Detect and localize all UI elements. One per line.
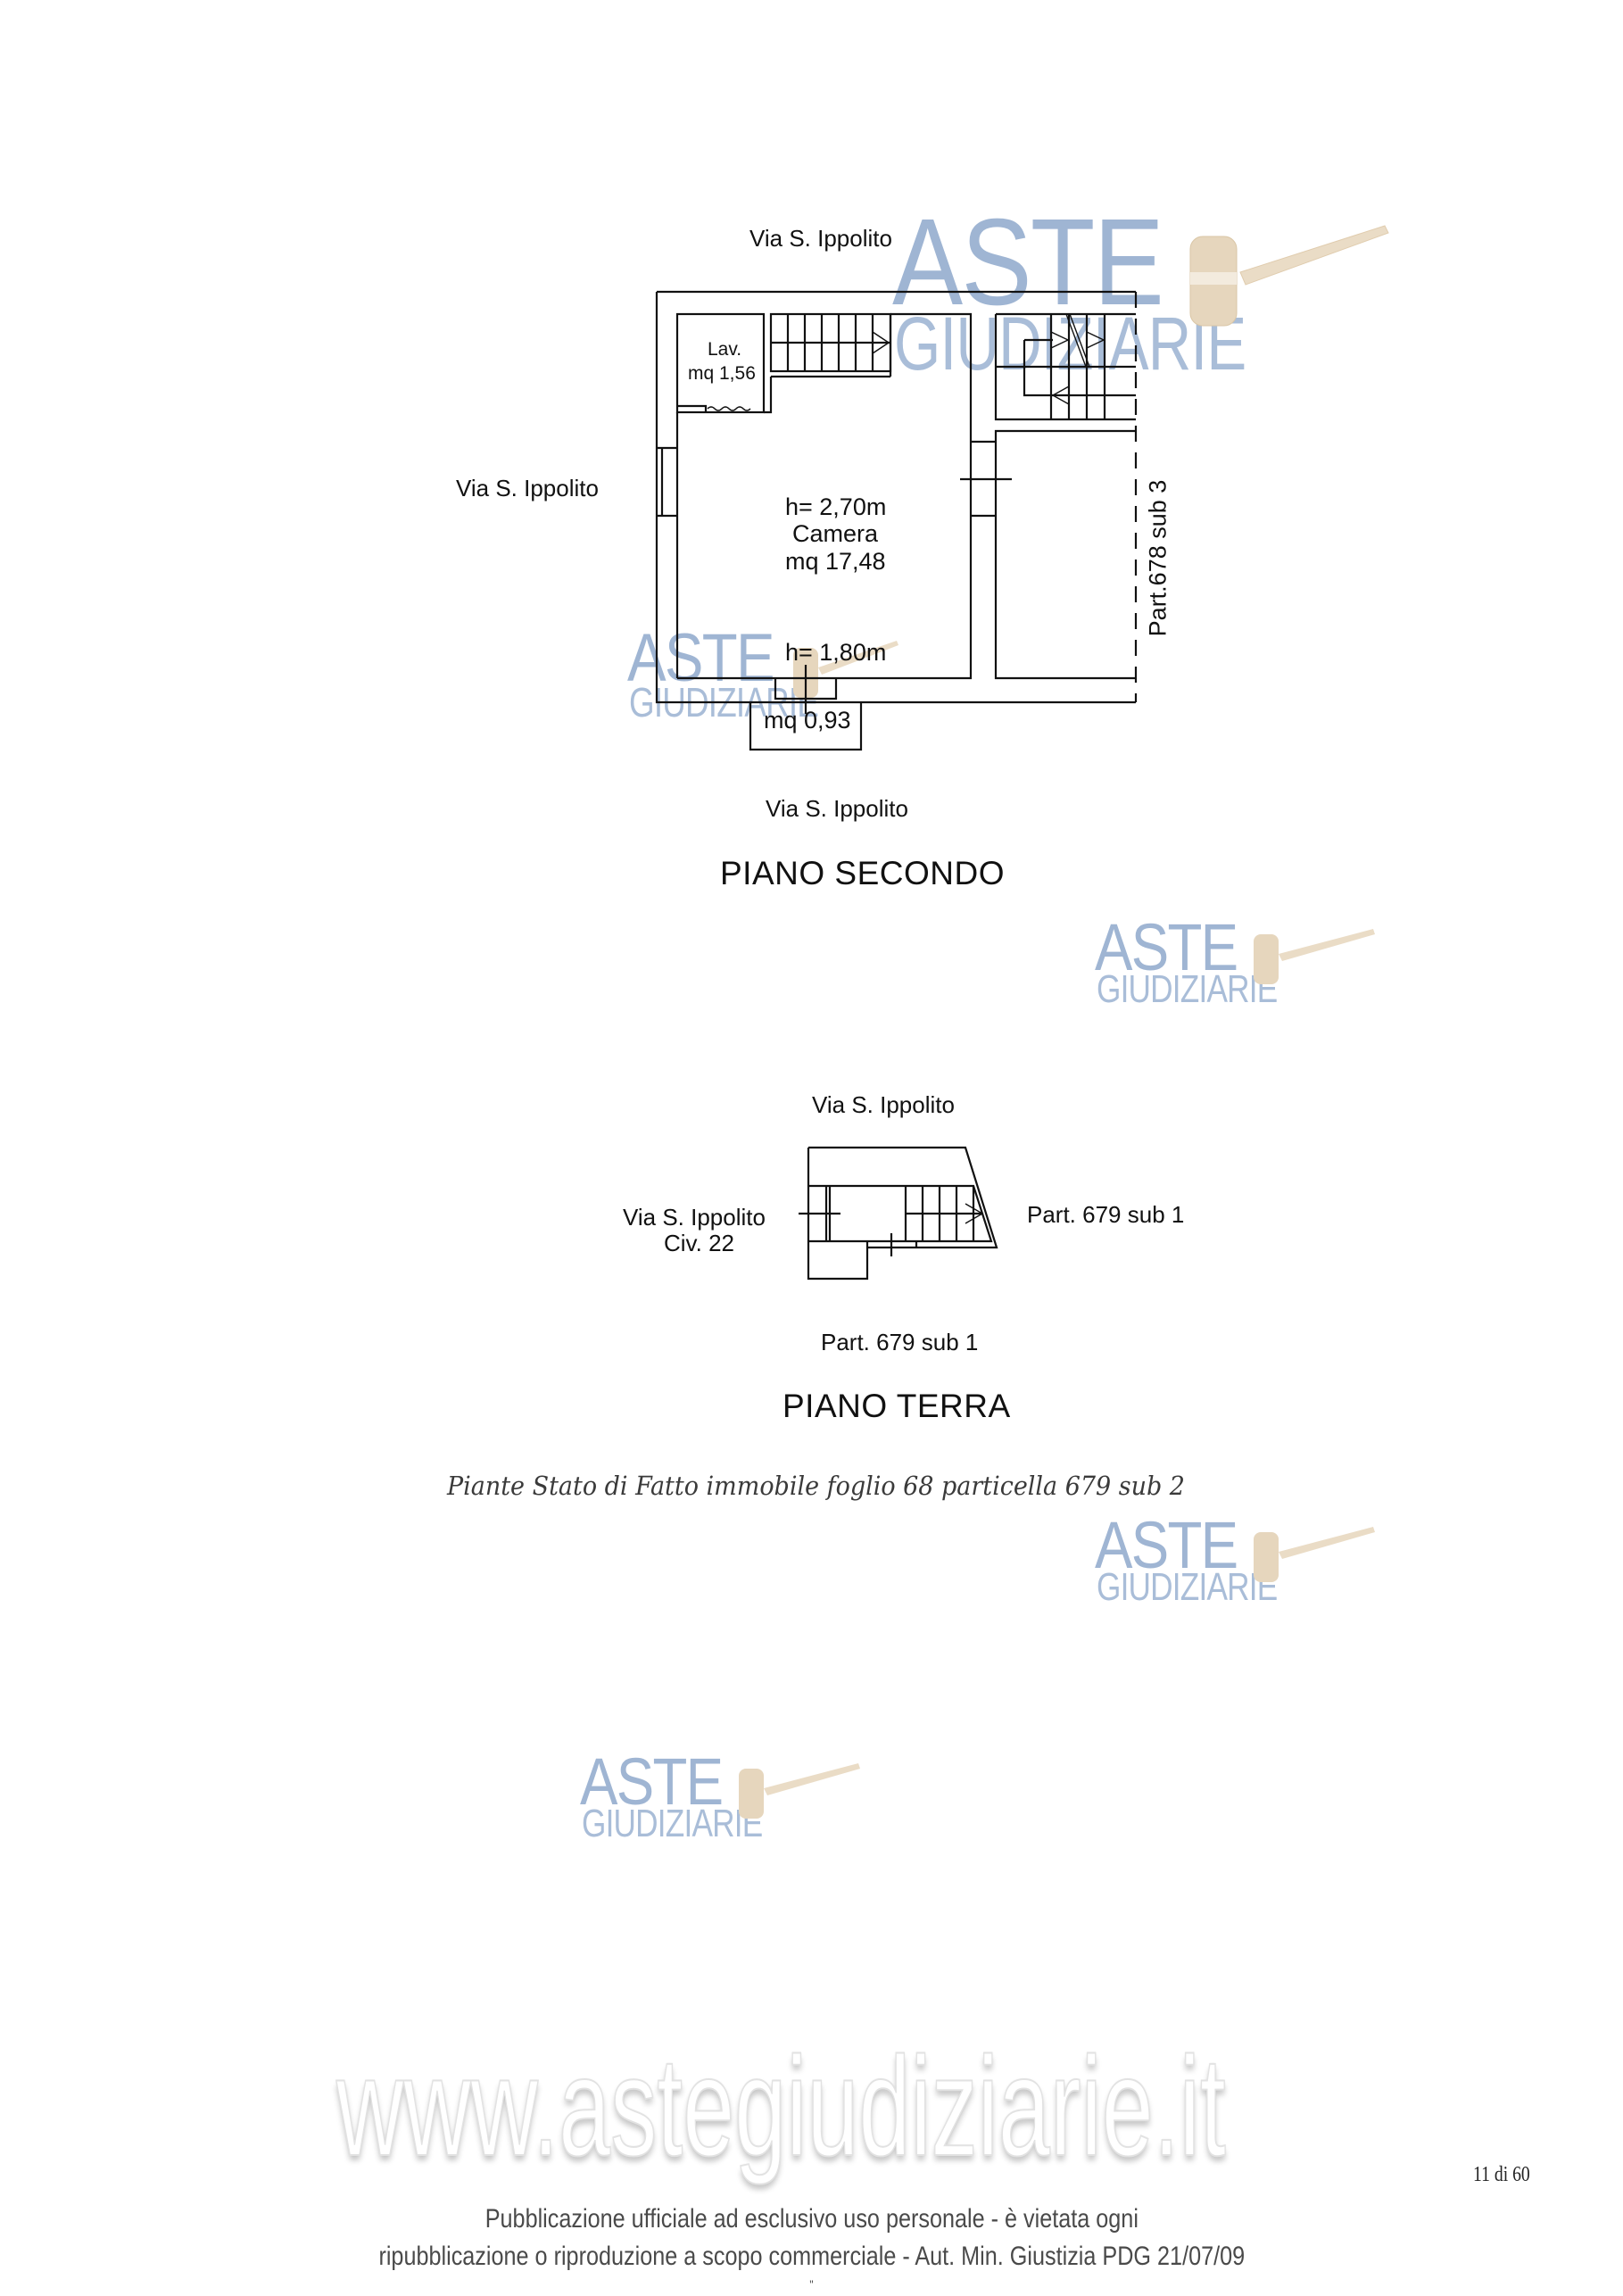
footer-text-2: ripubblicazione o riproduzione a scopo c…: [378, 2242, 1245, 2271]
room-camera-name: Camera: [792, 520, 879, 547]
watermark-giudiziarie-text: GIUDIZIARIE: [1097, 967, 1278, 1011]
plan-ground-floor: [799, 1146, 998, 1281]
watermark-logo-bottom: ASTE GIUDIZIARIE: [580, 1749, 865, 1856]
page-indicator: 11 di 60: [1473, 2163, 1530, 2186]
footer-mark-text: ": [809, 2277, 814, 2292]
gavel-icon: [1189, 225, 1389, 327]
watermark-logo-top: ASTE GIUDIZIARIE: [892, 194, 1392, 385]
adjacent-parcel-label: Part.678 sub 3: [1144, 479, 1172, 637]
watermark-giudiziarie-text: GIUDIZIARIE: [894, 302, 1246, 385]
ground-adjacent-bottom: Part. 679 sub 1: [821, 1329, 979, 1355]
gavel-icon: [739, 1763, 860, 1819]
watermark-aste-text: ASTE: [580, 1745, 724, 1819]
website-watermark: www.astegiudiziarie.it: [335, 2028, 1226, 2185]
ground-street-left-2: Civ. 22: [664, 1230, 734, 1256]
room-lav-name: Lav.: [708, 339, 742, 360]
footer-line-2: ripubblicazione o riproduzione a scopo c…: [0, 2242, 1623, 2272]
watermark-logo-mid: ASTE GIUDIZIARIE: [1095, 915, 1380, 1022]
room-lav-area: mq 1,56: [688, 363, 756, 384]
balcony-area: mq 0,93: [764, 707, 851, 734]
plan-second-floor: [655, 290, 1138, 751]
watermark-aste-text: ASTE: [627, 620, 775, 696]
ground-street-left-1: Via S. Ippolito: [623, 1204, 766, 1231]
floor-title-terra: PIANO TERRA: [783, 1388, 1011, 1424]
watermark-giudiziarie-text: GIUDIZIARIE: [1097, 1565, 1278, 1609]
watermark-giudiziarie-text: GIUDIZIARIE: [582, 1802, 763, 1845]
room-camera-height: h= 2,70m: [785, 493, 887, 520]
footer-mark: ": [0, 2277, 1623, 2292]
gavel-icon: [1254, 929, 1375, 984]
footer-text-1: Pubblicazione ufficiale ad esclusivo uso…: [484, 2204, 1139, 2234]
street-label-left: Via S. Ippolito: [456, 475, 599, 501]
footer-line-1: Pubblicazione ufficiale ad esclusivo uso…: [0, 2204, 1623, 2234]
ground-street-top: Via S. Ippolito: [812, 1091, 955, 1118]
watermark-aste-text: ASTE: [892, 194, 1164, 331]
watermark-aste-text: ASTE: [1095, 910, 1238, 984]
ground-adjacent-right: Part. 679 sub 1: [1027, 1201, 1185, 1228]
watermark-aste-text: ASTE: [1095, 1508, 1238, 1582]
figure-caption: Piante Stato di Fatto immobile foglio 68…: [447, 1471, 1185, 1501]
street-label-bottom: Via S. Ippolito: [766, 795, 908, 822]
gavel-icon: [1254, 1527, 1375, 1582]
watermark-logo-lower: ASTE GIUDIZIARIE: [1095, 1513, 1380, 1620]
room-camera-height-low: h= 1,80m: [785, 639, 887, 666]
street-label-top: Via S. Ippolito: [749, 225, 892, 252]
floor-title-secondo: PIANO SECONDO: [720, 855, 1005, 891]
room-camera-area: mq 17,48: [785, 548, 886, 575]
